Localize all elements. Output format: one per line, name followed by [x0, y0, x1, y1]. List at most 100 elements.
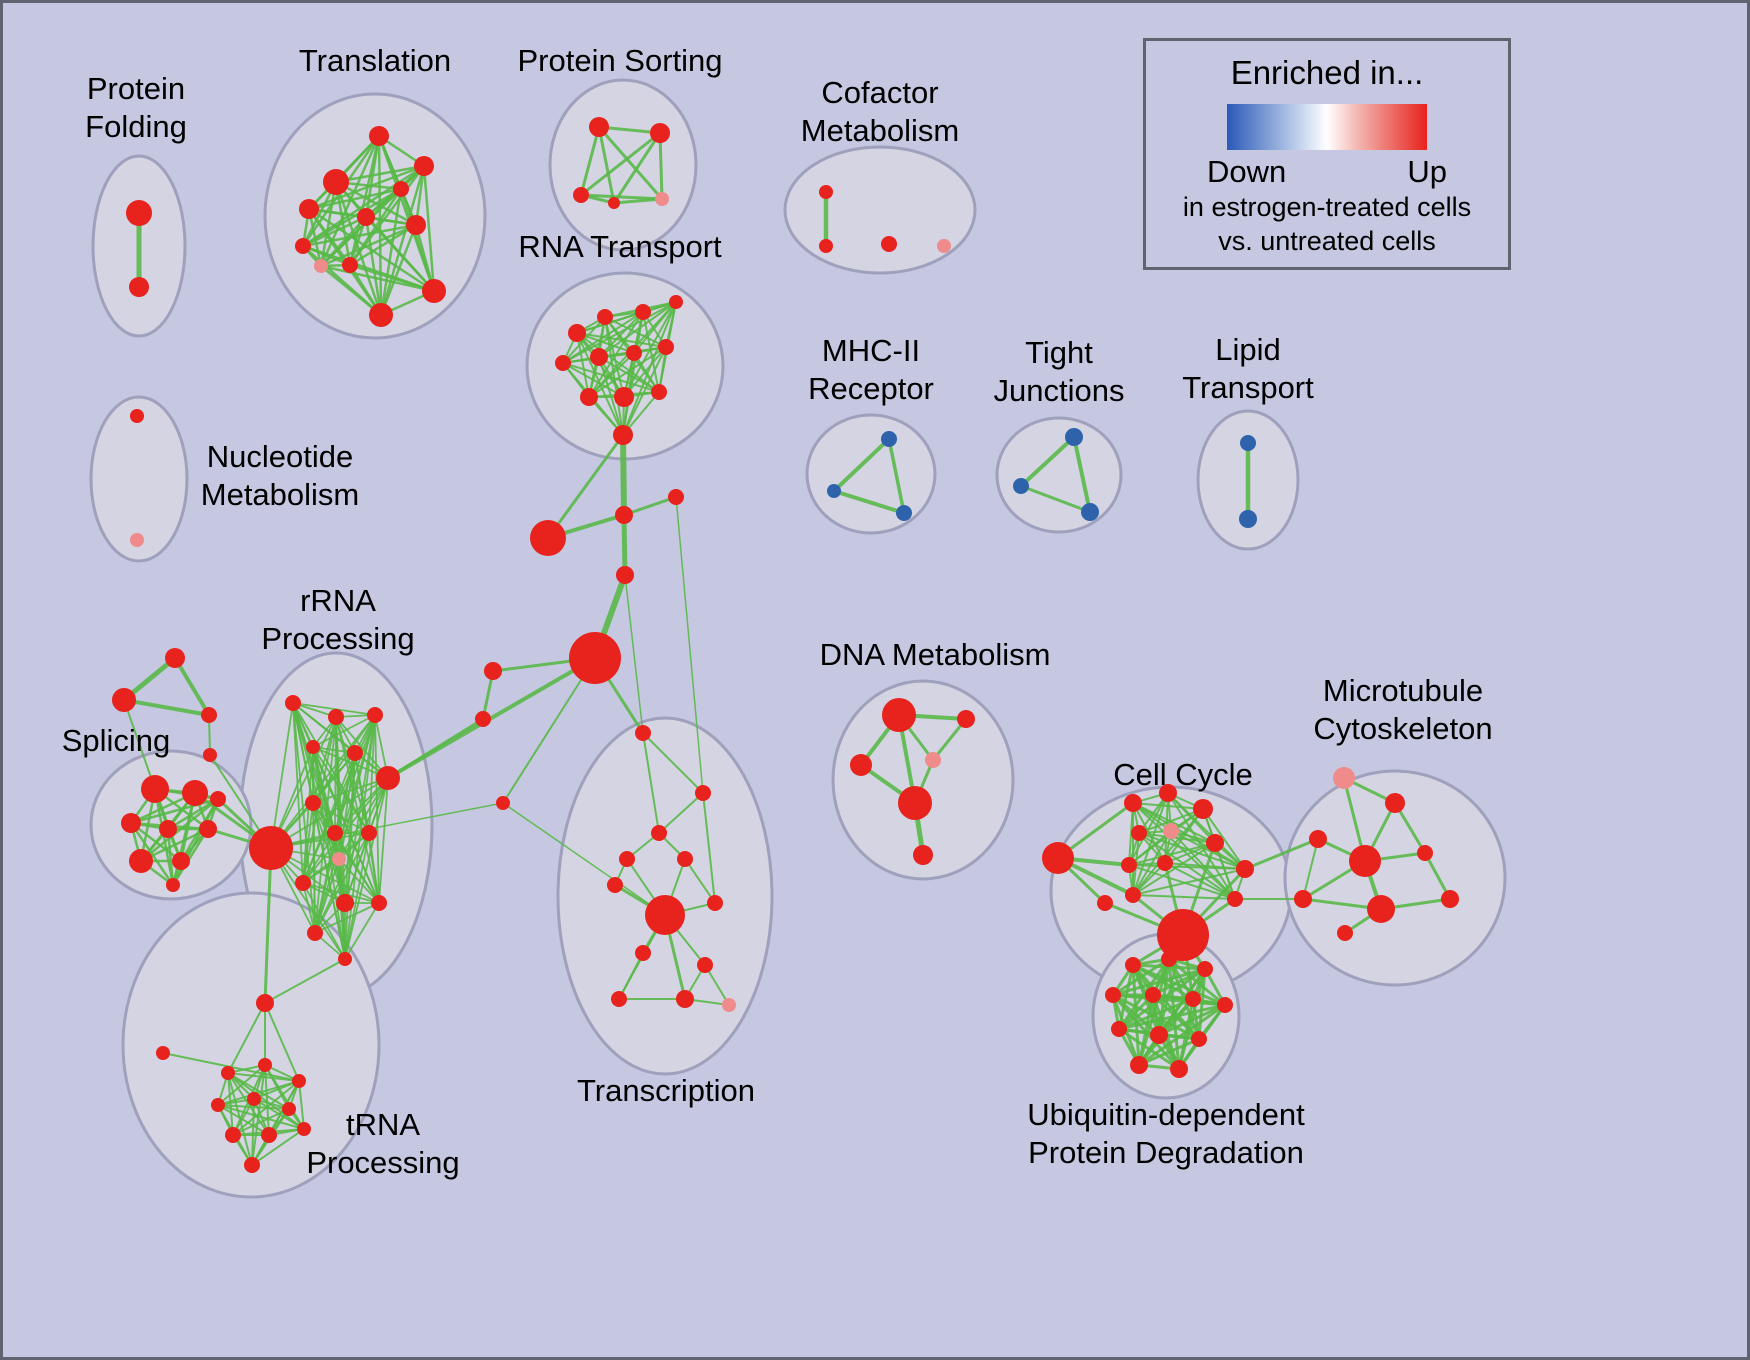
node-45 [881, 431, 897, 447]
node-87 [211, 1098, 225, 1112]
node-17 [608, 197, 620, 209]
node-15 [650, 123, 670, 143]
node-38 [616, 566, 634, 584]
edge [301, 187, 403, 248]
node-44 [130, 533, 144, 547]
edge [1019, 435, 1076, 488]
node-74 [327, 825, 343, 841]
edge [1137, 1037, 1201, 1067]
node-13 [393, 181, 409, 197]
node-36 [615, 506, 633, 524]
edge [422, 164, 436, 293]
cluster-ellipse-nucleotide-metabolism [89, 395, 189, 563]
edge [314, 902, 380, 934]
edge [319, 264, 383, 317]
edge [658, 131, 664, 201]
cluster-label-cofactor-metabolism: Metabolism [801, 113, 960, 148]
edge [379, 187, 403, 317]
node-30 [658, 339, 674, 355]
cluster-label-tight-junctions: Tight [1025, 335, 1093, 370]
node-26 [669, 295, 683, 309]
edge [302, 882, 316, 934]
cluster-label-ubiquitin-degradation: Ubiquitin-dependent [1027, 1097, 1305, 1132]
cluster-label-rrna-processing: Processing [261, 621, 414, 656]
node-117 [1131, 825, 1147, 841]
legend-subtitle-line1: in estrogen-treated cells [1182, 192, 1472, 222]
node-102 [635, 945, 651, 961]
node-76 [332, 852, 346, 866]
edge [307, 164, 426, 211]
edge [1132, 868, 1246, 896]
node-123 [1125, 887, 1141, 903]
edge [1117, 997, 1195, 1031]
node-51 [1240, 435, 1256, 451]
node-141 [1185, 991, 1201, 1007]
edge [658, 792, 704, 834]
node-113 [1042, 842, 1074, 874]
edge [348, 187, 403, 267]
cluster-label-microtubule-cytoskeleton: Microtubule [1323, 673, 1483, 708]
edge [227, 1072, 290, 1110]
cluster-label-tight-junctions: Junctions [994, 373, 1125, 408]
node-40 [484, 662, 502, 680]
edge [298, 1080, 305, 1130]
legend-subtitle-line2: vs. untreated cells [1218, 226, 1436, 256]
node-75 [361, 825, 377, 841]
node-103 [697, 957, 713, 973]
node-73 [305, 795, 321, 811]
edge [344, 832, 370, 960]
node-86 [292, 1074, 306, 1088]
node-77 [295, 875, 311, 891]
node-3 [369, 126, 389, 146]
cluster-label-cell-cycle: Cell Cycle [1113, 757, 1253, 792]
edge [1111, 967, 1207, 997]
edge [642, 732, 660, 834]
edge [217, 1104, 270, 1136]
cluster-label-transcription: Transcription [577, 1073, 755, 1108]
edge [623, 346, 667, 398]
edge [604, 316, 624, 436]
legend-box: Enriched in... Down Up in estrogen-treat… [1143, 38, 1511, 270]
node-34 [613, 425, 633, 445]
edge [270, 716, 337, 849]
edge [270, 802, 504, 849]
edge [232, 1108, 290, 1136]
edge [123, 699, 156, 790]
edge [1164, 862, 1236, 900]
edge [264, 958, 346, 1004]
edge [1132, 802, 1216, 844]
node-23 [568, 324, 586, 342]
edge [386, 656, 597, 780]
node-31 [580, 388, 598, 406]
edge [378, 777, 389, 904]
edge [314, 858, 340, 934]
edge [348, 223, 418, 267]
node-70 [347, 745, 363, 761]
node-12 [369, 303, 393, 327]
node-78 [336, 894, 354, 912]
cluster-ellipse-tight-junctions [995, 416, 1123, 534]
node-18 [655, 192, 669, 206]
edge [579, 131, 662, 197]
edge [264, 1064, 305, 1130]
edge [292, 702, 376, 716]
edge [1202, 808, 1246, 870]
node-43 [130, 409, 144, 423]
edge [338, 777, 389, 860]
node-80 [307, 925, 323, 941]
node-10 [314, 259, 328, 273]
node-54 [112, 688, 136, 712]
node-109 [850, 754, 872, 776]
edge [1128, 830, 1172, 866]
edge [1137, 993, 1155, 1067]
node-19 [819, 185, 833, 199]
node-116 [1193, 799, 1213, 819]
node-125 [1227, 891, 1243, 907]
node-64 [210, 791, 226, 807]
node-98 [677, 851, 693, 867]
edge [588, 352, 635, 398]
edge [684, 858, 716, 904]
node-69 [306, 740, 320, 754]
node-90 [225, 1127, 241, 1143]
node-135 [1337, 925, 1353, 941]
